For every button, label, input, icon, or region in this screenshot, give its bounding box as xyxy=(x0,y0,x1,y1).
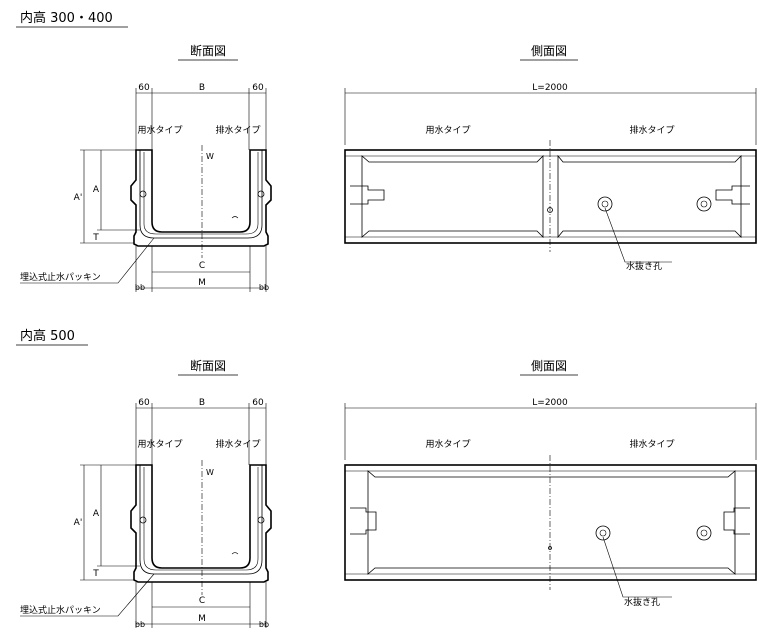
label-m: M xyxy=(198,614,206,624)
cross-section-drawing: 断面図 60 B 60 用水タイプ 排水タイプ W xyxy=(20,43,272,292)
drain-leader xyxy=(604,207,672,263)
label-water-supply-type: 用水タイプ xyxy=(425,124,470,136)
side-view-title: 側面図 xyxy=(531,359,567,373)
label-t: T xyxy=(92,569,99,579)
length-label: L=2000 xyxy=(532,398,568,408)
drain-leader xyxy=(602,536,672,598)
left-panel xyxy=(361,155,544,238)
side-body xyxy=(344,149,757,244)
side-view-drawing: 側面図 L=2000 用水タイプ 排水タイプ 水抜き孔 xyxy=(344,359,757,608)
label-t: T xyxy=(92,233,99,243)
label-a-prime: A' xyxy=(74,193,83,203)
dim-b: B xyxy=(199,398,205,408)
dim-60-right: 60 xyxy=(252,83,264,93)
label-a: A xyxy=(93,509,100,519)
side-view-drawing: 側面図 L=2000 用水タイプ 排水タイプ xyxy=(344,44,757,272)
label-a: A xyxy=(93,185,100,195)
drain-hole-label: 水抜き孔 xyxy=(624,596,660,608)
dim-60-left: 60 xyxy=(138,398,150,408)
cross-section-title: 断面図 xyxy=(190,43,226,58)
right-end-pipe xyxy=(715,185,750,205)
label-drainage-type: 排水タイプ xyxy=(215,438,260,450)
drain-hole-2 xyxy=(696,525,712,541)
packing-label: 埋込式止水パッキン xyxy=(20,271,101,283)
label-water-supply-type: 用水タイプ xyxy=(137,438,182,450)
left-end-pipe xyxy=(350,507,377,535)
drain-hole-1 xyxy=(595,525,611,541)
packing-bolt-left xyxy=(139,516,147,524)
left-end-pipe xyxy=(350,185,385,205)
dim-b: B xyxy=(199,83,205,93)
label-water-supply-type: 用水タイプ xyxy=(137,124,182,136)
joint-bolt xyxy=(547,207,553,213)
packing-bolt-left xyxy=(139,190,147,198)
section-header: 内高 500 xyxy=(20,328,75,344)
label-a-prime: A' xyxy=(74,518,83,528)
section-header: 内高 300・400 xyxy=(20,10,113,26)
flume-outline xyxy=(130,149,272,247)
section-1: 内高 300・400 断面図 60 B 60 用水タイプ 排水タイプ xyxy=(16,10,757,292)
section-2: 内高 500 断面図 60 B 60 用水タイプ 排水タイプ W xyxy=(16,328,757,629)
inner-lining xyxy=(139,150,263,239)
packing-leader xyxy=(20,237,155,284)
label-bb-left: bb xyxy=(135,620,145,629)
label-m: M xyxy=(198,278,206,288)
dim-60-left: 60 xyxy=(138,83,150,93)
label-bb-right: bb xyxy=(259,283,269,292)
label-w: W xyxy=(206,152,214,161)
inner-panel xyxy=(367,470,736,575)
label-drainage-type: 排水タイプ xyxy=(629,124,674,136)
packing-label: 埋込式止水パッキン xyxy=(20,604,101,616)
right-end-pipe xyxy=(723,507,750,535)
drain-hole-2 xyxy=(696,196,712,212)
label-water-supply-type: 用水タイプ xyxy=(425,438,470,450)
cross-section-title: 断面図 xyxy=(190,358,226,373)
side-body xyxy=(344,464,757,581)
dim-60-right: 60 xyxy=(252,398,264,408)
drain-hole-1 xyxy=(597,196,613,212)
label-drainage-type: 排水タイプ xyxy=(629,438,674,450)
label-c: C xyxy=(199,596,205,606)
packing-leader xyxy=(20,573,155,617)
label-c: C xyxy=(199,261,205,271)
packing-bolt-right xyxy=(257,516,265,524)
label-bb-right: bb xyxy=(259,620,269,629)
side-view-title: 側面図 xyxy=(531,44,567,58)
packing-bolt-right xyxy=(257,190,265,198)
length-label: L=2000 xyxy=(532,83,568,93)
right-panel xyxy=(557,154,742,239)
flume-outline xyxy=(130,464,272,583)
cross-section-drawing: 断面図 60 B 60 用水タイプ 排水タイプ W A' xyxy=(20,358,272,629)
label-bb-left: bb xyxy=(135,283,145,292)
drain-hole-label: 水抜き孔 xyxy=(626,260,662,272)
label-w: W xyxy=(206,468,214,477)
label-drainage-type: 排水タイプ xyxy=(215,124,260,136)
